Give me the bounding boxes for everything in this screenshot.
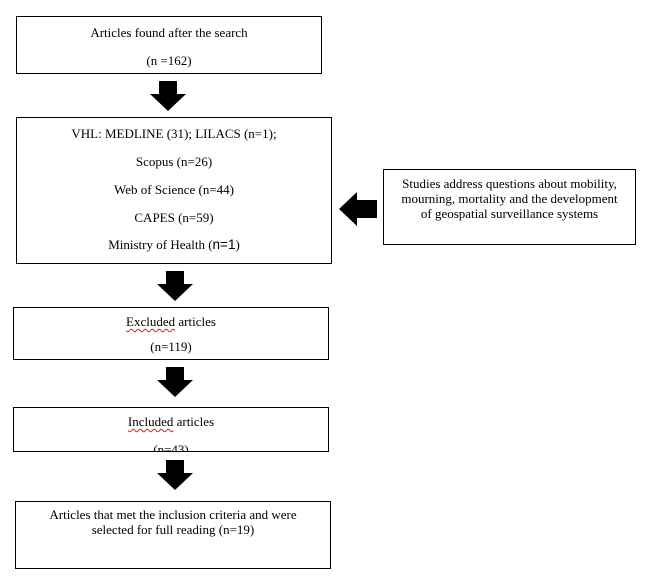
included-articles-box: Included articles (n=43) — [13, 407, 329, 452]
databases-line-3: Web of Science (n=44) — [114, 182, 234, 197]
exclusion-reason-line-2: mourning, mortality and the development — [401, 191, 618, 206]
included-articles-count: (n=43) — [153, 442, 189, 452]
exclusion-reason-box: Studies address questions about mobility… — [383, 169, 636, 245]
databases-line-1: VHL: MEDLINE (31); LILACS (n=1); — [71, 126, 277, 141]
databases-line-2: Scopus (n=26) — [135, 154, 213, 169]
selected-articles-line-1: Articles that met the inclusion criteria… — [49, 507, 297, 522]
excluded-articles-title: Excluded articles — [14, 314, 328, 330]
ministry-close: ) — [235, 237, 240, 252]
ministry-count: n=1 — [212, 237, 236, 252]
arrow-down-icon — [157, 367, 193, 397]
search-results-box: Articles found after the search (n =162) — [16, 16, 322, 74]
exclusion-reason-line-3: of geospatial surveillance systems — [420, 206, 599, 221]
included-articles-title: Included articles — [14, 414, 328, 430]
excluded-articles-count: (n=119) — [150, 339, 192, 354]
selected-articles-line-2: selected for full reading (n=19) — [91, 522, 255, 537]
search-results-title: Articles found after the search — [90, 25, 248, 40]
ministry-label: Ministry of Health ( — [108, 237, 213, 252]
excluded-articles-box: Excluded articles (n=119) — [13, 307, 329, 360]
selected-articles-box: Articles that met the inclusion criteria… — [15, 501, 331, 569]
databases-line-5: Ministry of Health (n=1) — [17, 237, 331, 253]
arrow-down-icon — [157, 271, 193, 301]
databases-line-4: CAPES (n=59) — [134, 210, 214, 225]
arrow-down-icon — [150, 81, 186, 111]
included-rest: articles — [173, 414, 215, 429]
search-results-count: (n =162) — [146, 53, 192, 68]
excluded-word: Excluded — [126, 314, 176, 329]
exclusion-reason-line-1: Studies address questions about mobility… — [402, 176, 617, 191]
databases-box: VHL: MEDLINE (31); LILACS (n=1); Scopus … — [16, 117, 332, 264]
arrow-down-icon — [157, 460, 193, 490]
included-word: Included — [127, 414, 174, 429]
arrow-left-icon — [339, 192, 377, 226]
excluded-rest: articles — [175, 314, 216, 329]
